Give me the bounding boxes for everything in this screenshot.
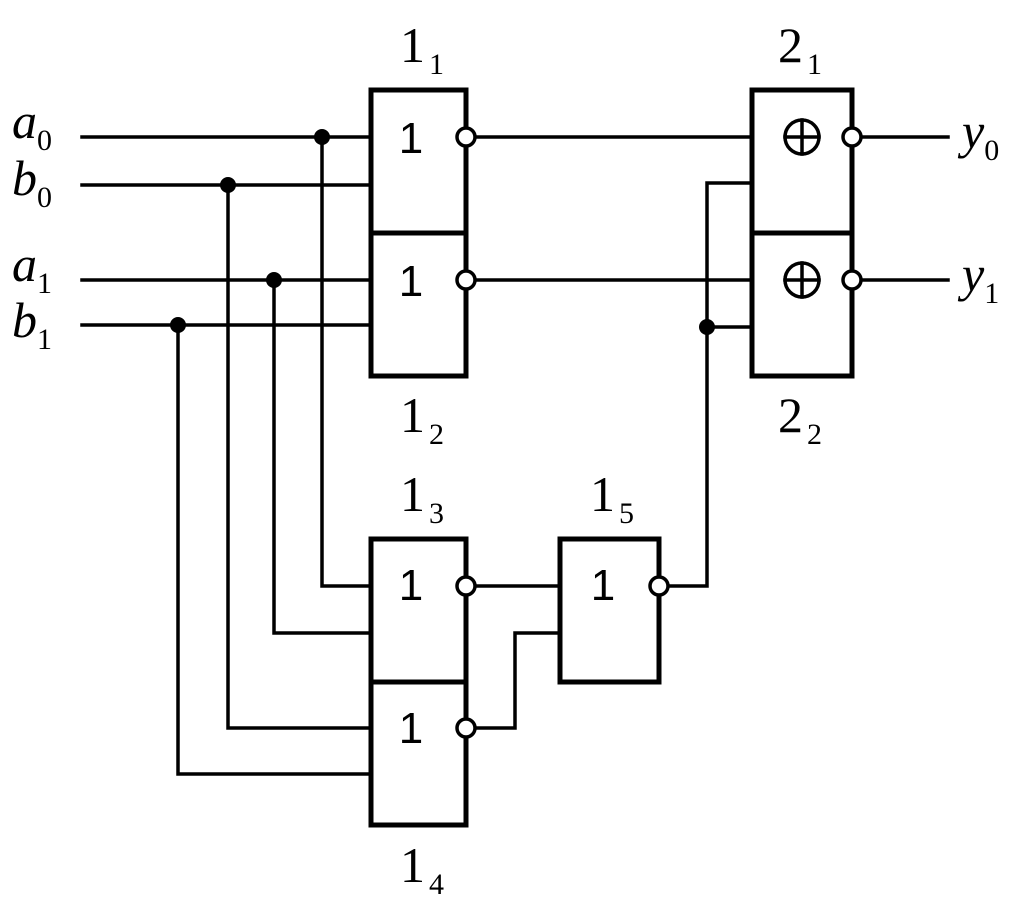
- gate-2-1-xor-cross: [783, 118, 821, 156]
- gate-2-2: [749, 230, 863, 379]
- gate-2-2-label-sub: 2: [807, 418, 822, 451]
- junction-b1: [170, 317, 186, 333]
- output-label-y0-index: 0: [984, 134, 999, 167]
- output-label-y0-letter: y: [957, 103, 985, 159]
- gate-1-3: 1: [368, 536, 477, 685]
- input-label-b0: b0: [12, 150, 52, 214]
- gate-2-1-inversion-bubble: [841, 126, 863, 148]
- gate-1-2-symbol: 1: [399, 257, 423, 306]
- junction-a0: [314, 129, 330, 145]
- gate-1-4: 1: [368, 679, 477, 828]
- gate-2-1: [749, 87, 863, 236]
- gate-1-3-label-main: 1: [400, 466, 425, 522]
- gate-1-5-inversion-bubble: [648, 575, 670, 597]
- input-label-a1-letter: a: [12, 236, 37, 292]
- gate-2-2-inversion-bubble: [841, 269, 863, 291]
- gate-2-1-label-main: 2: [778, 17, 803, 73]
- output-label-y1-index: 1: [984, 277, 999, 310]
- gate-1-2-inversion-bubble: [455, 269, 477, 291]
- gate-1-1-inversion-bubble: [455, 126, 477, 148]
- gate-1-3-symbol: 1: [399, 561, 423, 610]
- output-label-y1-letter: y: [957, 246, 985, 302]
- gate-2-2-label-main: 2: [778, 387, 803, 443]
- gate-2-1-xor-symbol: [783, 118, 821, 156]
- input-label-a1-index: 1: [37, 267, 52, 300]
- gates: 1 1 1 1 1: [368, 87, 863, 828]
- junction-b0: [220, 177, 236, 193]
- gate-1-3-label-sub: 3: [429, 497, 444, 530]
- gate-1-2: 1: [368, 230, 477, 379]
- wire-a1-to-gate-1-3: [272, 278, 373, 635]
- gate-1-5-label-sub: 5: [619, 497, 634, 530]
- wire-b0-to-gate-1-4: [226, 183, 373, 730]
- wire-a0-to-gate-1-3: [320, 135, 373, 588]
- gate-1-4-body: [368, 679, 469, 828]
- gate-1-4-label-sub: 4: [429, 868, 444, 901]
- gate-1-4-symbol: 1: [399, 704, 423, 753]
- input-label-a0-letter: a: [12, 93, 37, 149]
- input-label-b1-index: 1: [37, 323, 52, 356]
- gate-1-5-body: [557, 536, 662, 685]
- junction-a1: [266, 272, 282, 288]
- gate-1-1-label-sub: 1: [429, 48, 444, 81]
- input-label-a0: a0: [12, 93, 52, 157]
- junction-gate-1-5-output: [699, 319, 715, 335]
- gate-1-2-label-main: 1: [400, 387, 425, 443]
- output-label-y1: y1: [957, 246, 999, 310]
- gate-1-3-inversion-bubble: [455, 575, 477, 597]
- io-labels: a0 b0 a1 b1 y0 y1: [12, 93, 999, 356]
- gate-1-5-symbol: 1: [591, 561, 615, 610]
- gate-2-1-body: [749, 87, 855, 236]
- gate-2-2-xor-cross: [783, 261, 821, 299]
- wire-gate-1-5-to-xor-gates: [667, 181, 754, 588]
- gate-2-2-body: [749, 230, 855, 379]
- gate-1-2-label-sub: 2: [429, 418, 444, 451]
- gate-1-1-symbol: 1: [399, 114, 423, 163]
- input-label-b1-letter: b: [12, 292, 37, 348]
- gate-1-4-label-main: 1: [400, 837, 425, 893]
- input-label-a1: a1: [12, 236, 52, 300]
- gate-1-4-inversion-bubble: [455, 717, 477, 739]
- output-label-y0: y0: [957, 103, 999, 167]
- input-label-b0-index: 0: [37, 181, 52, 214]
- gate-2-2-xor-symbol: [783, 261, 821, 299]
- gate-1-1: 1: [368, 87, 477, 236]
- wire-gate-1-4-to-gate-1-5: [474, 631, 562, 730]
- wire-b1-to-gate-1-4: [176, 323, 373, 776]
- input-label-b1: b1: [12, 292, 52, 356]
- gate-2-1-label-sub: 1: [807, 48, 822, 81]
- gate-1-1-label-main: 1: [400, 17, 425, 73]
- gate-1-5-label-main: 1: [590, 466, 615, 522]
- input-label-a0-index: 0: [37, 124, 52, 157]
- input-label-b0-letter: b: [12, 150, 37, 206]
- gate-1-5: 1: [557, 536, 670, 685]
- gate-1-1-body: [368, 87, 469, 236]
- junctions: [170, 129, 715, 335]
- gate-1-2-body: [368, 230, 469, 379]
